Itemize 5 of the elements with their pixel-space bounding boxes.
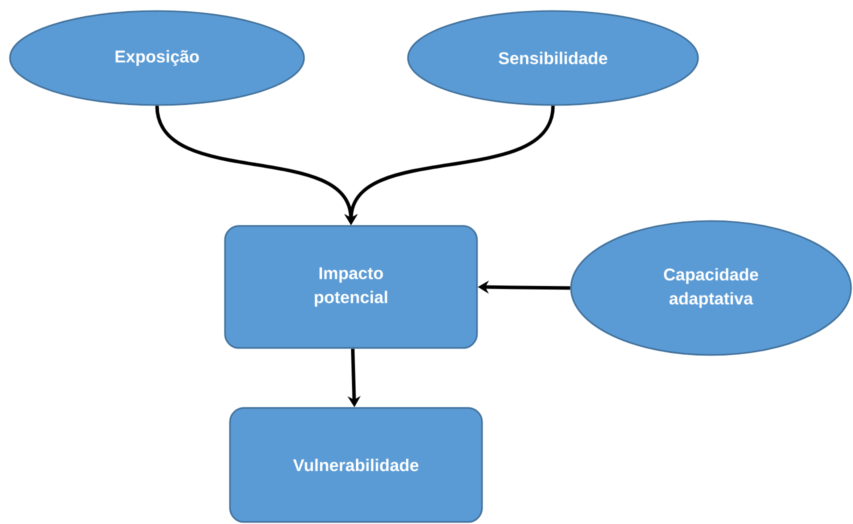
ellipse-node: Capacidade adaptativa (570, 220, 852, 356)
ellipse-node: Sensibilidade (407, 10, 699, 106)
process-box: Impacto potencial (224, 225, 478, 349)
process-box: Vulnerabilidade (229, 407, 483, 523)
ellipse-node: Exposição (9, 10, 305, 106)
